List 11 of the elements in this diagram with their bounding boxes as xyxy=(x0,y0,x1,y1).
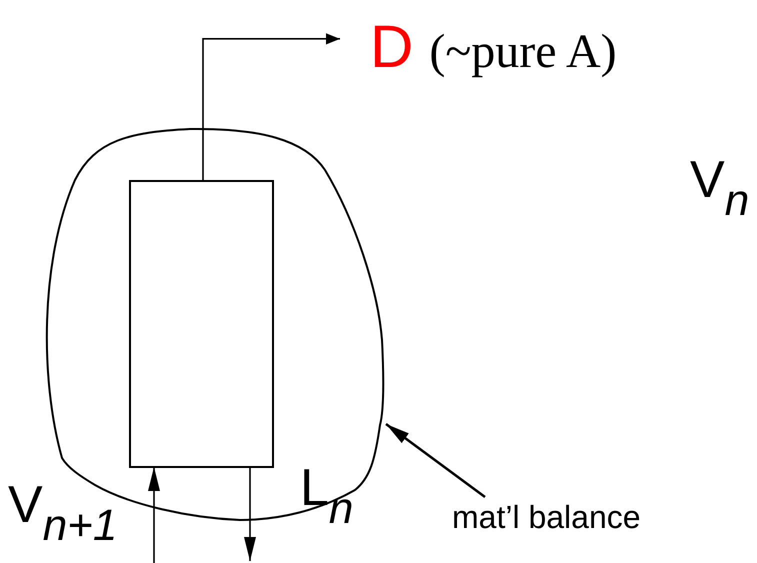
callout-text: mat’l balance xyxy=(452,497,641,537)
stream-label: V$_{n}$ xyxy=(690,150,750,227)
leader-line xyxy=(385,423,486,498)
stream-label: V$_{n+1}$ xyxy=(8,475,118,552)
flow-arrow xyxy=(244,467,256,561)
stream-description: (~pure A) xyxy=(429,24,617,80)
column-box xyxy=(129,180,274,468)
stream-symbol: D xyxy=(370,14,414,80)
stream-label: L$_{n}$ xyxy=(300,458,354,535)
flow-arrow xyxy=(202,33,340,181)
flow-arrow xyxy=(148,467,160,563)
